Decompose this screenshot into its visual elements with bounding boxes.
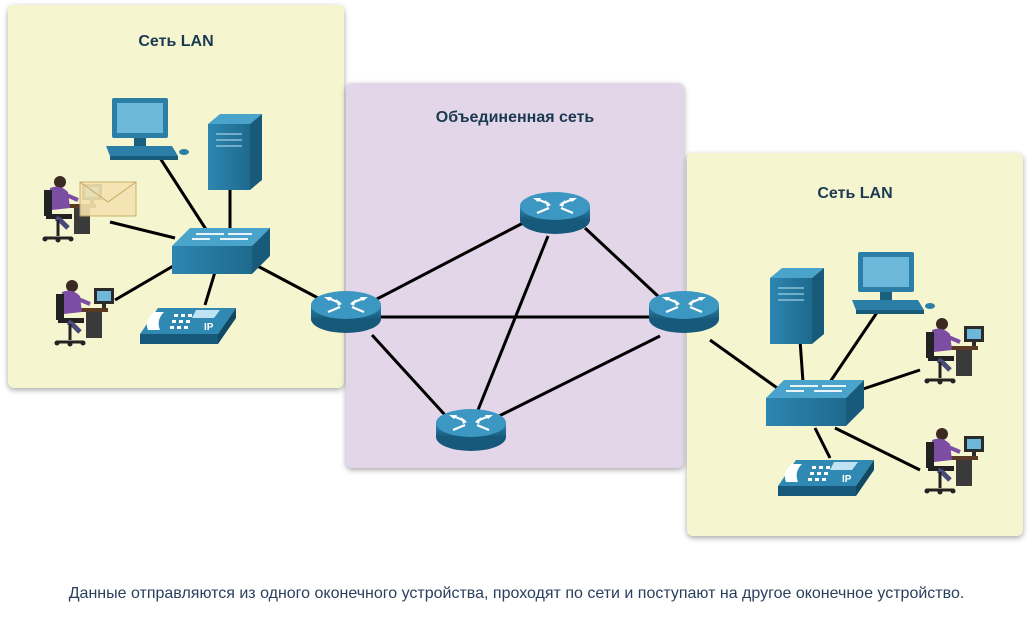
ip-phone-label: IP xyxy=(204,322,214,333)
server-icon xyxy=(207,113,263,191)
router-left-icon xyxy=(309,289,383,335)
link-switch-pc-right xyxy=(828,307,882,383)
diagram-caption: Данные отправляются из одного оконечного… xyxy=(68,585,965,602)
network-links xyxy=(109,157,921,472)
lan-right-title: Сеть LAN xyxy=(817,185,893,202)
desktop-pc-right-icon xyxy=(852,252,935,314)
link-switch-person-bottom xyxy=(114,260,181,302)
server-right-icon xyxy=(769,267,825,345)
link-switch-server-right xyxy=(798,339,805,383)
person-workstation-right-bottom-icon xyxy=(925,428,985,495)
link-switch-person-bottom-right xyxy=(834,426,921,472)
ip-phone-right-icon: IP xyxy=(778,460,874,496)
link-switch-person-top xyxy=(109,220,176,240)
link-switch-phone xyxy=(203,271,217,306)
email-envelope-icon xyxy=(79,181,137,217)
desktop-pc-icon xyxy=(106,98,189,160)
link-router-top-bottom xyxy=(476,235,550,411)
router-bottom-icon xyxy=(434,407,508,453)
internetwork-title: Объединенная сеть xyxy=(435,109,595,126)
internetwork-panel: Объединенная сеть xyxy=(346,83,684,468)
link-switch-phone-right xyxy=(813,427,832,459)
ip-phone-icon: IP xyxy=(140,308,236,344)
person-workstation-right-top-icon xyxy=(925,318,985,385)
person-with-email-icon xyxy=(43,176,137,243)
link-router-bottom-right xyxy=(494,334,661,420)
link-router-top-right xyxy=(583,226,662,300)
router-top-icon xyxy=(518,190,592,236)
link-router-left-top xyxy=(374,220,526,302)
switch-right-icon xyxy=(765,379,865,427)
lan-left-title: Сеть LAN xyxy=(138,33,214,50)
link-router-left-bottom xyxy=(370,333,447,417)
link-router-right-switch xyxy=(709,338,781,392)
link-switch-person-top-right xyxy=(859,368,921,392)
router-right-icon xyxy=(647,289,721,335)
ip-phone-right-label: IP xyxy=(842,474,852,485)
person-workstation-icon xyxy=(55,280,115,347)
link-switch-router-left xyxy=(249,260,319,300)
switch-icon xyxy=(171,227,271,275)
